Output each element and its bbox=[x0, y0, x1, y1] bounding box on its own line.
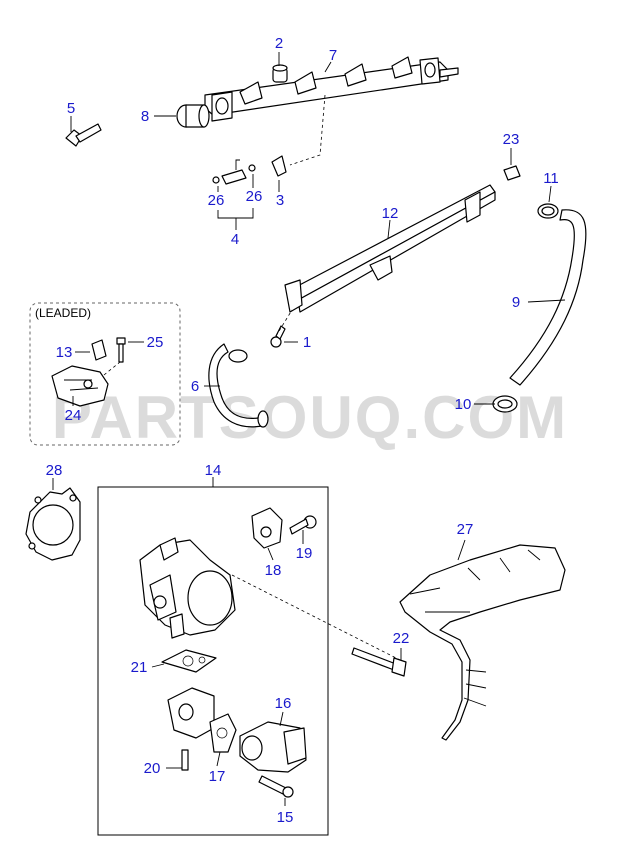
callout-9: 9 bbox=[512, 294, 520, 311]
watermark: PARTSOUQ.COM bbox=[52, 384, 568, 451]
callout-17: 17 bbox=[209, 768, 226, 785]
cap-part-13[interactable] bbox=[91, 339, 107, 361]
bolt-part-25[interactable] bbox=[116, 337, 126, 363]
callout-26-right: 26 bbox=[246, 188, 263, 205]
throttle-position-sensor-part[interactable] bbox=[251, 507, 283, 549]
callout-27: 27 bbox=[457, 521, 474, 538]
bolt-part-1[interactable] bbox=[270, 325, 286, 348]
callout-28: 28 bbox=[46, 462, 63, 479]
callout-20: 20 bbox=[144, 760, 161, 777]
hose-clamp-part-11[interactable] bbox=[537, 203, 559, 219]
callout-2: 2 bbox=[275, 35, 283, 52]
callout-18: 18 bbox=[265, 562, 282, 579]
vacuum-cap-part[interactable] bbox=[503, 165, 521, 181]
callout-21: 21 bbox=[131, 659, 148, 676]
valve-part-24[interactable] bbox=[51, 365, 109, 407]
leaded-label: (LEADED) bbox=[35, 306, 91, 320]
callout-26-left: 26 bbox=[208, 192, 225, 209]
fuel-rail-part[interactable] bbox=[204, 56, 459, 122]
pressure-regulator-part[interactable] bbox=[176, 104, 210, 128]
callout-12: 12 bbox=[382, 205, 399, 222]
water-hose-part[interactable] bbox=[208, 343, 269, 428]
callout-6: 6 bbox=[191, 378, 199, 395]
leader-lines bbox=[52, 52, 566, 806]
callout-4: 4 bbox=[231, 231, 239, 248]
callout-11: 11 bbox=[543, 170, 559, 187]
callout-19: 19 bbox=[296, 545, 313, 562]
screw-part-15[interactable] bbox=[258, 775, 294, 798]
callout-15: 15 bbox=[277, 809, 294, 826]
callout-5: 5 bbox=[67, 100, 75, 117]
hose-clamp-part-10[interactable] bbox=[492, 395, 518, 413]
injector-part[interactable] bbox=[212, 159, 256, 185]
callout-16: 16 bbox=[275, 695, 292, 712]
callout-23: 23 bbox=[503, 131, 520, 148]
idle-air-valve-body-part[interactable] bbox=[167, 687, 215, 771]
throttle-body-gasket-part[interactable] bbox=[25, 487, 81, 561]
dashed-guide-lines bbox=[103, 94, 401, 661]
callout-14: 14 bbox=[205, 462, 222, 479]
seal-cap-part[interactable] bbox=[272, 64, 288, 83]
callout-numbers: 2 7 5 8 26 26 3 4 23 11 12 9 10 1 6 13 2… bbox=[46, 35, 559, 826]
leaded-group-frame bbox=[29, 302, 181, 446]
callout-7: 7 bbox=[329, 47, 337, 64]
callout-1: 1 bbox=[303, 334, 311, 351]
callout-22: 22 bbox=[393, 630, 410, 647]
callout-24: 24 bbox=[65, 407, 82, 424]
bolt-part-22[interactable] bbox=[351, 647, 407, 677]
callout-10: 10 bbox=[455, 396, 472, 413]
gasket-part-17[interactable] bbox=[209, 713, 237, 753]
idle-speed-actuator-part[interactable] bbox=[239, 721, 307, 773]
breather-hose-part[interactable] bbox=[509, 209, 587, 386]
callout-8: 8 bbox=[141, 108, 149, 125]
gasket-part-21[interactable] bbox=[161, 649, 217, 673]
injector-cover-part[interactable] bbox=[284, 184, 496, 313]
bolt-part-5[interactable] bbox=[65, 123, 102, 147]
clip-part[interactable] bbox=[271, 155, 287, 177]
callout-25: 25 bbox=[147, 334, 164, 351]
callout-3: 3 bbox=[276, 192, 284, 209]
throttle-body-part[interactable] bbox=[139, 537, 236, 639]
screw-part-19[interactable] bbox=[289, 515, 317, 535]
wiring-harness-part[interactable] bbox=[399, 544, 566, 741]
callout-13: 13 bbox=[56, 344, 73, 361]
